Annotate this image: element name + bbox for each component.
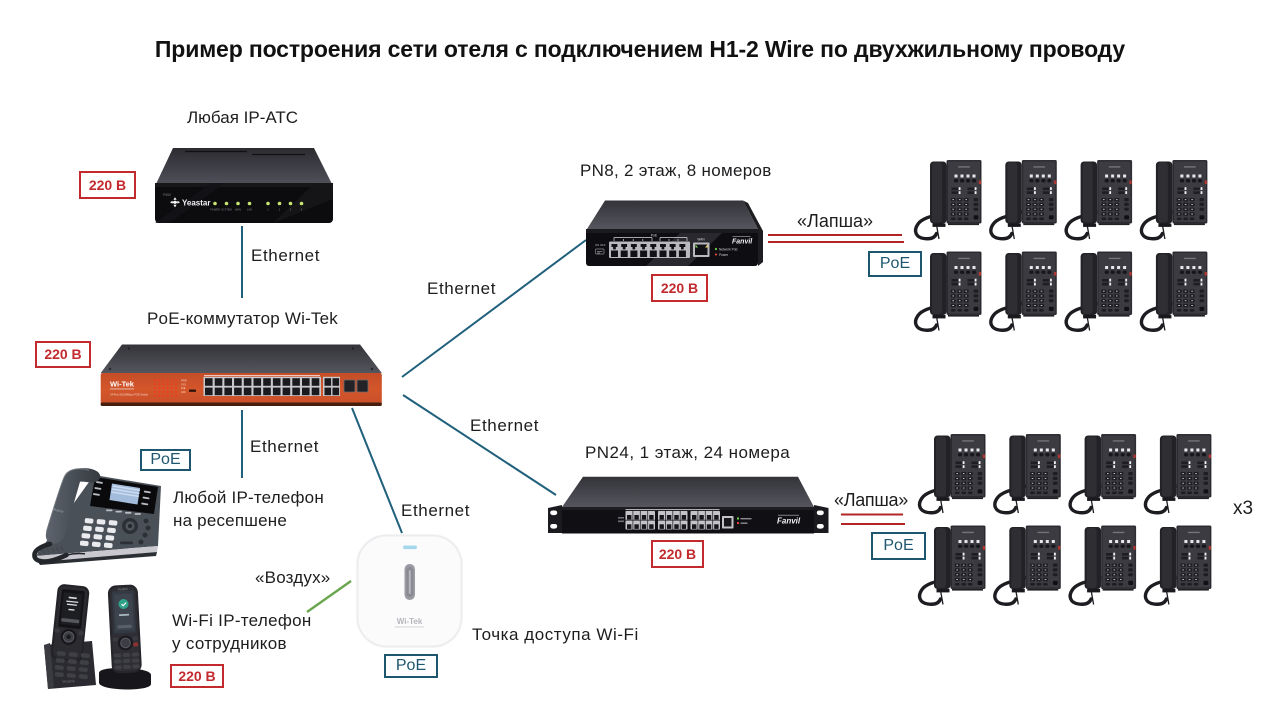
svg-text:PoE: PoE [181,387,186,390]
svg-text:3: 3 [290,208,292,212]
svg-text:24-Port 10/100Mbps POE Switch: 24-Port 10/100Mbps POE Switch [110,393,149,397]
svg-text:Fanvil: Fanvil [732,239,753,246]
svg-text:2: 2 [279,208,281,212]
svg-text:1: 1 [267,208,269,212]
svg-text:4: 4 [301,208,303,212]
svg-text:Wi-Tek: Wi-Tek [110,380,135,389]
svg-text:SYSTEM: SYSTEM [221,208,232,212]
svg-text:Yealink: Yealink [52,507,64,514]
svg-text:Network PoE: Network PoE [719,248,738,252]
svg-text:SYS: SYS [181,383,186,386]
svg-text:Yealink: Yealink [118,587,129,592]
svg-text:Power: Power [719,253,729,257]
svg-text:Yealink: Yealink [62,678,75,684]
svg-text:PoE: PoE [651,234,658,238]
svg-text:PWR: PWR [181,380,187,383]
svg-text:Fanvil: Fanvil [777,517,801,526]
svg-text:Wi-Tek: Wi-Tek [397,617,423,626]
svg-text:ON OFF: ON OFF [595,243,606,247]
svg-text:WAN: WAN [697,238,705,242]
svg-text:LNK: LNK [181,391,186,394]
svg-text:LAN: LAN [247,208,252,212]
svg-text:Yeastar: Yeastar [182,199,210,208]
svg-text:P550: P550 [163,193,171,197]
svg-text:POWER: POWER [210,208,220,212]
svg-text:WAN: WAN [235,208,241,212]
